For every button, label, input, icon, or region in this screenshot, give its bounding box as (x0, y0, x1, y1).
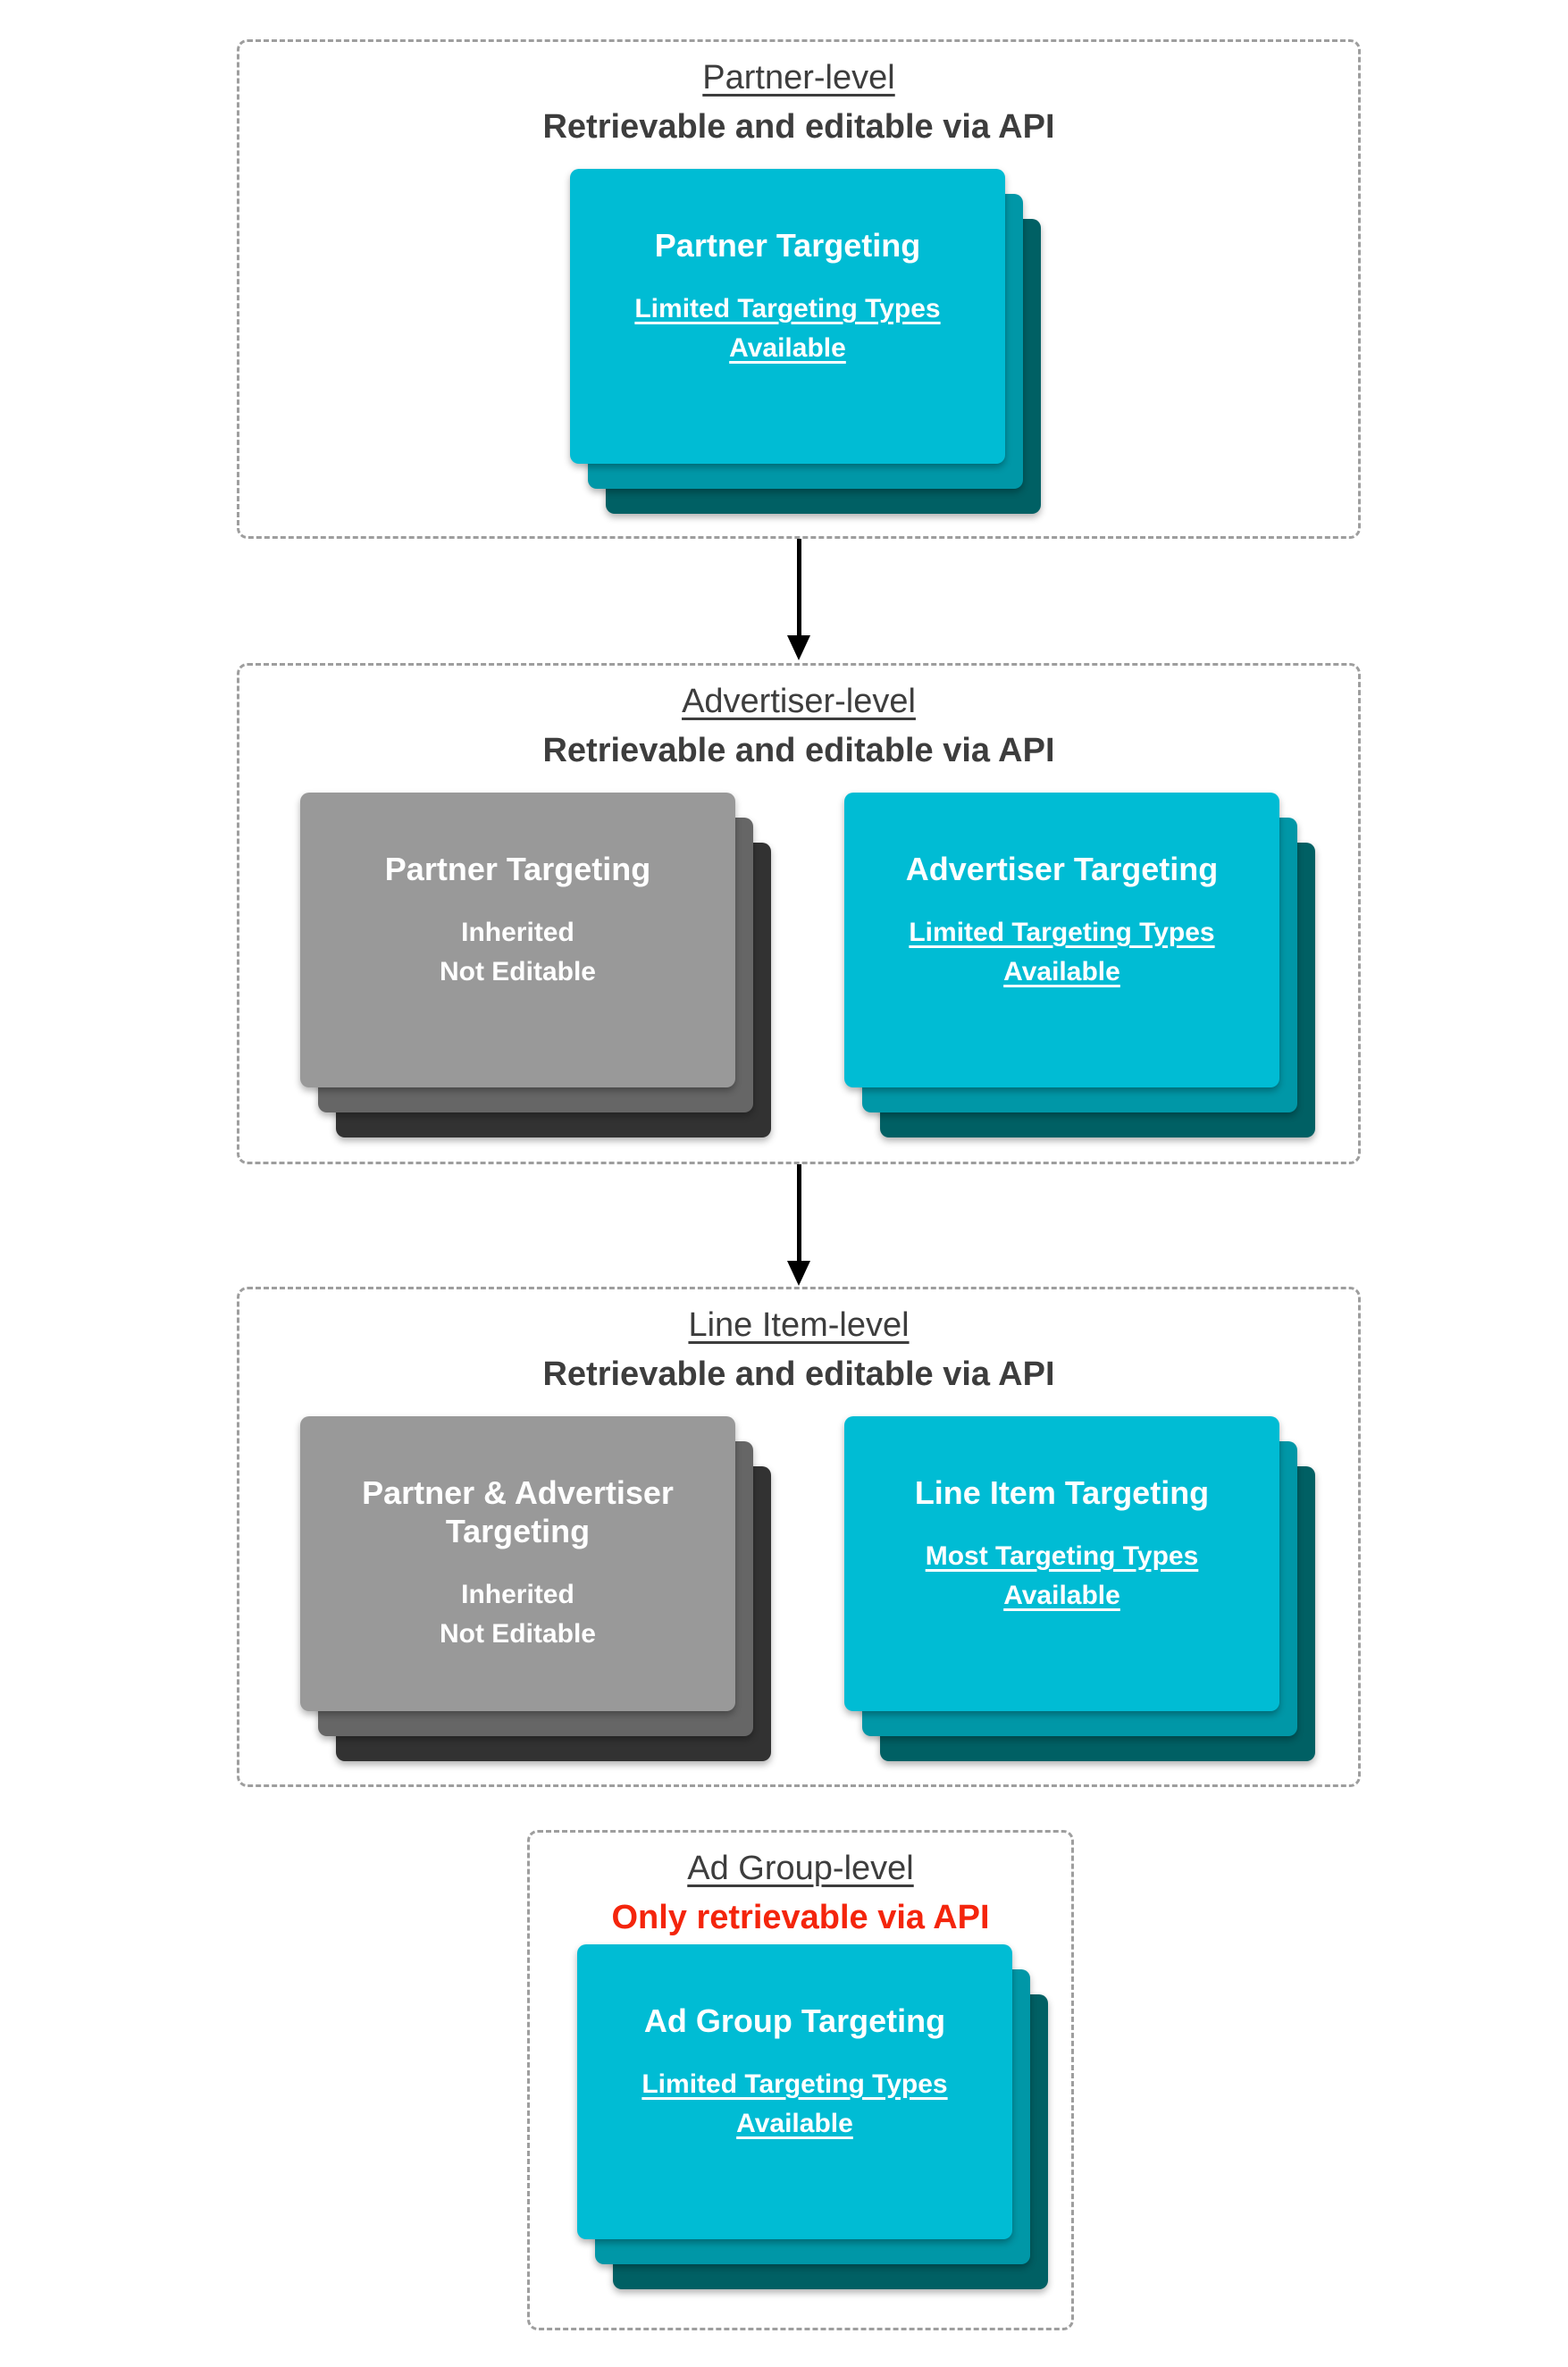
card-subtext-line: Available (1003, 956, 1120, 986)
card-subtext: Inherited Not Editable (440, 1575, 596, 1653)
card-title: Ad Group Targeting (643, 2002, 946, 2039)
card-line-item-targeting: Line Item Targeting Most Targeting Types… (844, 1416, 1279, 1711)
card-title: Partner & Advertiser Targeting (362, 1474, 674, 1550)
card-subtext: Most Targeting Types Available (926, 1537, 1199, 1615)
card-stack-line-item-targeting: Line Item Targeting Most Targeting Types… (844, 1416, 1315, 1761)
card-subtext-line: Not Editable (439, 956, 596, 986)
card-stack-partner-targeting: Partner Targeting Limited Targeting Type… (570, 169, 1041, 514)
line-item-level-subtitle: Retrievable and editable via API (542, 1355, 1055, 1393)
arrow-down-icon (787, 635, 810, 660)
card-title: Partner Targeting (654, 227, 921, 264)
arrow-down-icon (787, 1261, 810, 1286)
advertiser-level-subtitle: Retrievable and editable via API (542, 731, 1055, 769)
card-title: Advertiser Targeting (905, 851, 1219, 887)
card-subtext-line: Not Editable (439, 1618, 596, 1649)
section-ad-group-level: Ad Group-level Only retrievable via API … (527, 1830, 1074, 2330)
line-item-level-title: Line Item-level (688, 1306, 910, 1344)
flow-arrow-partner-to-advertiser (787, 539, 810, 660)
advertiser-level-title: Advertiser-level (682, 683, 916, 720)
card-subtext-line: Inherited (461, 918, 574, 948)
card-partner-advertiser-targeting-inherited: Partner & Advertiser Targeting Inherited… (300, 1416, 735, 1711)
card-subtext: Limited Targeting Types Available (634, 290, 940, 367)
ad-group-level-subtitle: Only retrievable via API (611, 1898, 990, 1936)
partner-level-subtitle: Retrievable and editable via API (542, 107, 1055, 146)
flow-arrow-advertiser-to-line-item (787, 1164, 810, 1286)
section-advertiser-level: Advertiser-level Retrievable and editabl… (237, 663, 1361, 1164)
card-ad-group-targeting: Ad Group Targeting Limited Targeting Typ… (577, 1944, 1012, 2239)
card-subtext-line: Available (729, 332, 846, 363)
partner-level-title: Partner-level (702, 59, 895, 97)
card-subtext: Inherited Not Editable (440, 913, 596, 991)
card-subtext-line: Available (1003, 1580, 1120, 1610)
arrow-shaft (796, 1164, 801, 1261)
arrow-shaft (796, 539, 801, 635)
card-subtext-line: Most Targeting Types (925, 1541, 1199, 1572)
card-title: Partner Targeting (384, 851, 651, 887)
card-stack-advertiser-targeting: Advertiser Targeting Limited Targeting T… (844, 793, 1315, 1137)
card-partner-targeting-inherited: Partner Targeting Inherited Not Editable (300, 793, 735, 1087)
section-line-item-level: Line Item-level Retrievable and editable… (237, 1287, 1361, 1787)
card-subtext: Limited Targeting Types Available (909, 913, 1214, 991)
card-advertiser-targeting: Advertiser Targeting Limited Targeting T… (844, 793, 1279, 1087)
card-stack-ad-group-targeting: Ad Group Targeting Limited Targeting Typ… (577, 1944, 1048, 2289)
card-stack-partner-targeting-inherited: Partner Targeting Inherited Not Editable (300, 793, 771, 1137)
card-subtext: Limited Targeting Types Available (641, 2065, 947, 2143)
card-subtext-line: Limited Targeting Types (641, 2069, 948, 2100)
ad-group-level-title: Ad Group-level (687, 1850, 914, 1887)
card-subtext-line: Limited Targeting Types (634, 294, 941, 324)
card-subtext-line: Limited Targeting Types (909, 918, 1215, 948)
card-title: Line Item Targeting (914, 1474, 1210, 1511)
section-partner-level: Partner-level Retrievable and editable v… (237, 39, 1361, 539)
card-stack-partner-advertiser-targeting-inherited: Partner & Advertiser Targeting Inherited… (300, 1416, 771, 1761)
card-subtext-line: Available (736, 2108, 853, 2138)
card-partner-targeting: Partner Targeting Limited Targeting Type… (570, 169, 1005, 464)
card-subtext-line: Inherited (461, 1580, 574, 1610)
